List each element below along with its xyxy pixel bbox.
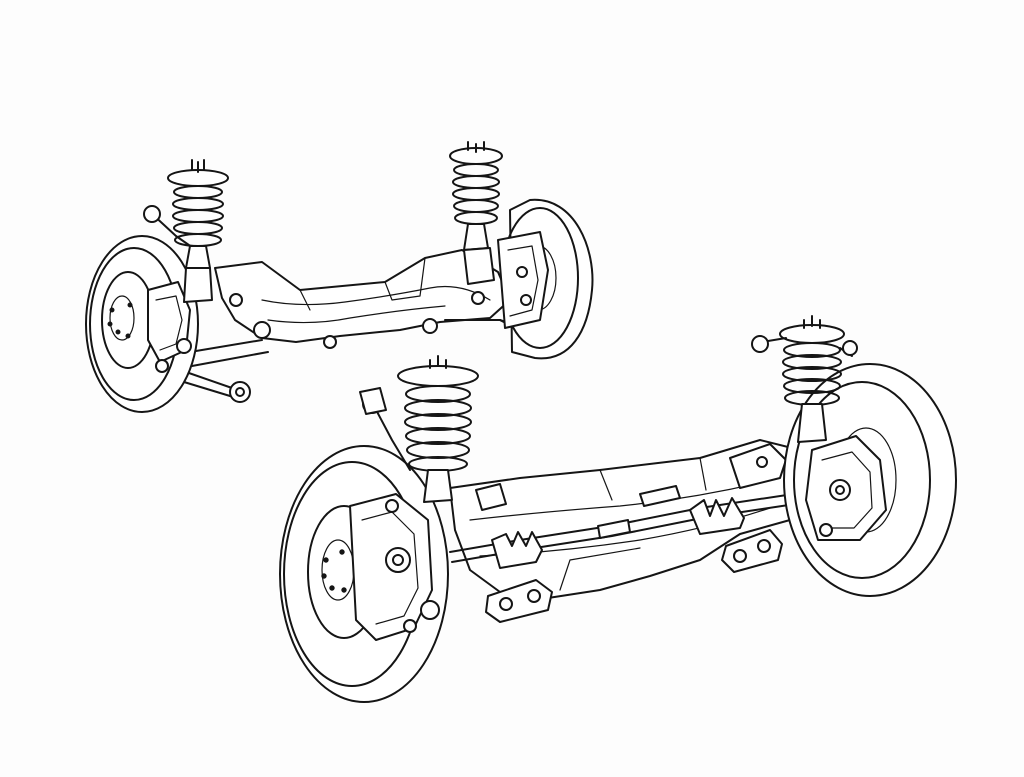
rear-subframe [449,439,813,623]
front-suspension-assembly [85,141,594,413]
rear-suspension-assembly [279,315,957,703]
front-left-wheel [85,235,199,413]
rear-halfshafts [449,485,823,569]
front-left-strut [167,159,229,303]
rear-right-strut [751,315,858,443]
front-right-wheel [497,198,594,360]
front-right-strut [449,141,503,285]
front-left-control-arm [143,205,269,403]
rear-right-wheel [783,363,957,597]
front-subframe [214,249,511,349]
rear-left-wheel [279,445,449,703]
rear-left-strut [359,355,479,503]
